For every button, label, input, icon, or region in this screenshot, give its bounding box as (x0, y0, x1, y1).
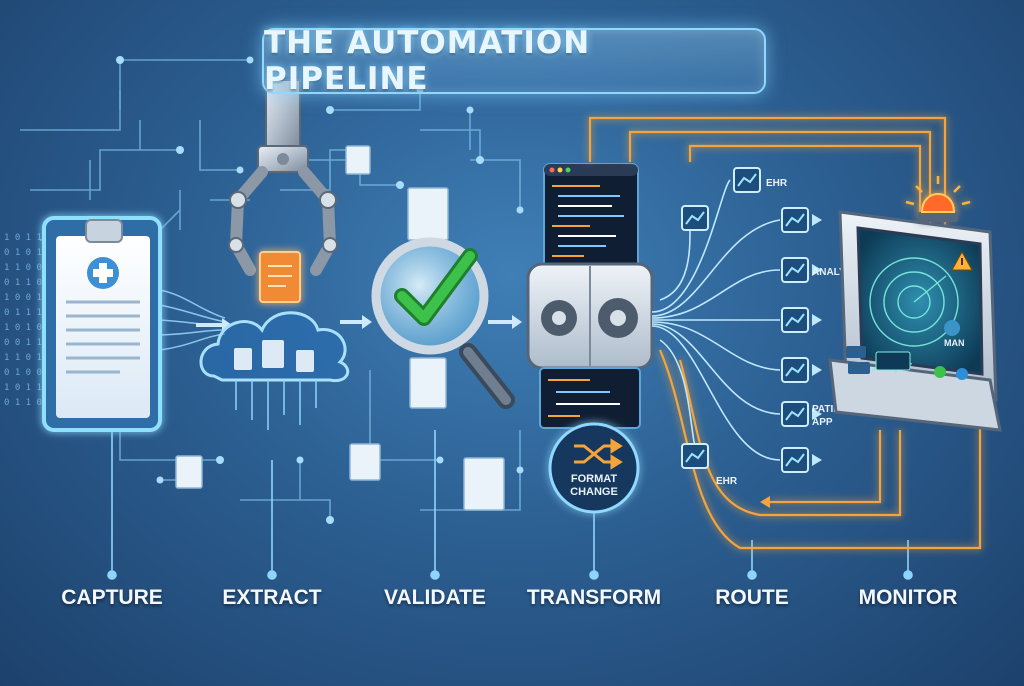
robotic-claw-icon (228, 79, 338, 276)
format-change-line1: FORMAT (571, 473, 618, 485)
extracted-document-icon (259, 251, 301, 303)
circuit-nodes (116, 56, 524, 524)
data-streams (159, 289, 226, 351)
alarm-light-icon (905, 176, 971, 222)
route-destination-ehr-bottom: EHR (716, 476, 738, 487)
stage-label-route: ROUTE (715, 586, 789, 609)
code-screen-icon (543, 163, 639, 277)
stage-connectors (107, 430, 913, 580)
route-destination-analytics: ANALYTICS (812, 267, 869, 278)
route-destination-patient: PATIENT (812, 404, 853, 415)
document-icon (175, 145, 505, 511)
stage-label-monitor: MONITOR (858, 586, 958, 609)
route-destination-ehr-top: EHR (766, 178, 788, 189)
code-strip (539, 367, 641, 429)
svg-text:1 0 1 1: 1 0 1 1 (4, 383, 42, 393)
svg-text:0 1 1 0: 0 1 1 0 (4, 278, 42, 288)
shuffle-icon (574, 438, 623, 470)
svg-text:0 1 0 0: 0 1 0 0 (4, 368, 42, 378)
stage-label-transform: TRANSFORM (526, 586, 662, 609)
svg-text:1 0 1 0: 1 0 1 0 (4, 323, 42, 333)
chart-icon-lines (685, 173, 805, 467)
monitor-console: MAN (828, 210, 1002, 432)
cloud-icon (199, 311, 350, 430)
svg-text:0 1 0 1: 0 1 0 1 (4, 248, 42, 258)
svg-text:1 1 0 1: 1 1 0 1 (4, 353, 42, 363)
title-banner: THE AUTOMATION PIPELINE (262, 25, 766, 97)
svg-text:0 0 1 1: 0 0 1 1 (4, 338, 42, 348)
monitor-screen-label: MAN (944, 338, 965, 348)
clipboard-medical-icon (42, 216, 162, 432)
route-destination-app: APP (812, 417, 833, 428)
binary-stream: 1 0 1 1 0 1 0 1 1 1 0 0 0 1 1 0 1 0 0 1 0 1 … (4, 233, 42, 408)
stage-label-capture: CAPTURE (61, 586, 163, 609)
page-title: THE AUTOMATION PIPELINE (264, 25, 591, 97)
route-arrowheads (812, 214, 822, 466)
svg-text:1 0 1 1: 1 0 1 1 (4, 233, 42, 243)
svg-text:0 1 1 0: 0 1 1 0 (4, 398, 42, 408)
routing-lines (651, 179, 781, 461)
format-change-badge: FORMAT CHANGE (548, 422, 640, 514)
stage-label-extract: EXTRACT (222, 586, 322, 609)
svg-text:1 1 0 0: 1 1 0 0 (4, 263, 42, 273)
gear-icon (541, 298, 638, 338)
stage-label-validate: VALIDATE (384, 586, 486, 609)
svg-text:0 1 1 1: 0 1 1 1 (4, 308, 42, 318)
loop-arrow (760, 496, 770, 508)
magnifier-check-icon (371, 237, 515, 409)
svg-text:1 0 0 1: 1 0 0 1 (4, 293, 42, 303)
format-change-line2: CHANGE (570, 486, 618, 498)
transform-device (526, 262, 654, 370)
feedback-loops (588, 116, 982, 550)
warning-icon (951, 250, 973, 271)
